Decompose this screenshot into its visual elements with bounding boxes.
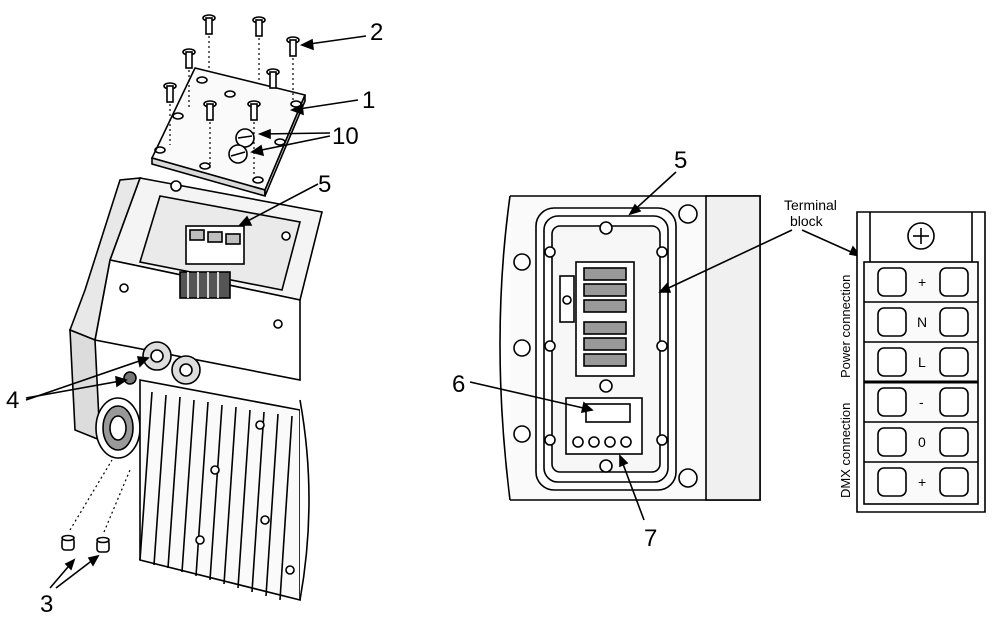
- left-leaders: [25, 35, 367, 589]
- screw: [252, 16, 266, 37]
- cable-glands: [123, 341, 201, 385]
- callout-2: 2: [370, 19, 383, 46]
- mark-l: L: [918, 354, 926, 370]
- screw: [247, 100, 261, 121]
- left-assembly: [61, 14, 323, 602]
- cover-plate: [150, 67, 307, 198]
- callout-4: 4: [6, 387, 19, 414]
- screws: [163, 14, 300, 121]
- mini-terminal-rows: [583, 267, 627, 367]
- power-connection-label: Power connection: [838, 275, 853, 378]
- screw: [202, 14, 216, 35]
- callout-3: 3: [40, 591, 53, 618]
- mark-plus-power: +: [918, 274, 926, 290]
- mark-minus: -: [919, 394, 924, 410]
- callout-1: 1: [362, 87, 375, 114]
- dmx-connection-label: DMX connection: [838, 403, 853, 498]
- terminal-marks: + N L - 0 +: [917, 274, 927, 490]
- bottom-screws: [61, 459, 131, 553]
- mark-n: N: [917, 314, 927, 330]
- screw: [286, 36, 300, 57]
- callout-10: 10: [332, 123, 359, 150]
- screw: [203, 100, 217, 121]
- heatsink-fins: [139, 379, 310, 602]
- terminal-block-label-line2: block: [790, 213, 824, 229]
- screw: [182, 48, 196, 69]
- screw: [61, 534, 75, 551]
- mark-zero: 0: [918, 434, 926, 450]
- terminal-block-detail: [856, 211, 986, 513]
- callout-5-right: 5: [674, 147, 687, 174]
- terminal-block-label-line1: Terminal: [784, 197, 837, 213]
- callout-7: 7: [644, 525, 657, 552]
- screw: [266, 68, 280, 89]
- callout-5-left: 5: [318, 171, 331, 198]
- callout-6: 6: [452, 371, 465, 398]
- screw-guides: [169, 36, 294, 176]
- callout-labels: 2 1 10 5 4 3 5 6 7 Terminal block: [6, 19, 837, 618]
- mark-plus-dmx: +: [918, 474, 926, 490]
- screw: [96, 536, 110, 553]
- gear: [95, 397, 141, 459]
- screw: [163, 82, 177, 103]
- connection-box: [499, 195, 761, 501]
- cover-knobs: [228, 128, 255, 164]
- terminal-clamps: [877, 267, 969, 497]
